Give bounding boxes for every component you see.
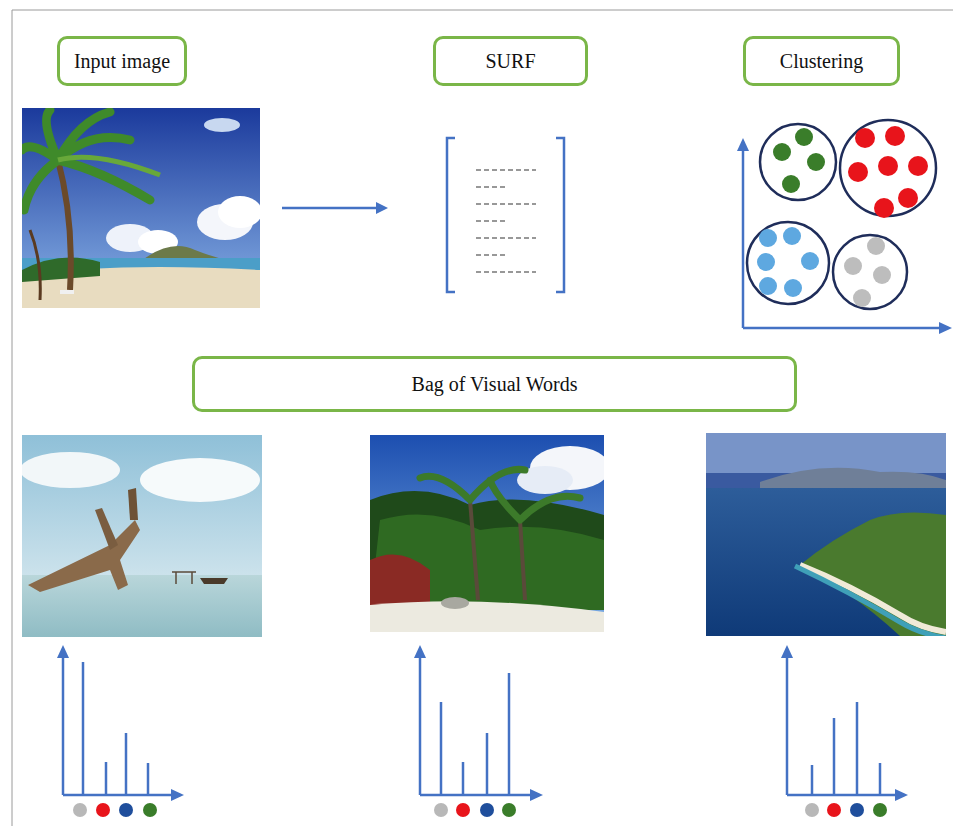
sample-photo bbox=[706, 433, 946, 636]
box-label: Clustering bbox=[780, 50, 863, 73]
descriptor-matrix bbox=[447, 138, 564, 292]
histogram bbox=[57, 645, 908, 801]
label-box: SURF bbox=[433, 36, 588, 86]
word-dots bbox=[73, 803, 887, 817]
sample-photo bbox=[22, 435, 262, 637]
sample-photo bbox=[370, 435, 604, 632]
box-label: Input image bbox=[74, 50, 170, 73]
label-box: Clustering bbox=[743, 36, 900, 86]
label-box: Input image bbox=[57, 36, 187, 86]
input-photo bbox=[22, 108, 260, 308]
cluster-plot bbox=[737, 120, 952, 334]
box-label: Bag of Visual Words bbox=[412, 373, 578, 396]
label-box: Bag of Visual Words bbox=[192, 356, 797, 412]
box-label: SURF bbox=[485, 50, 535, 73]
